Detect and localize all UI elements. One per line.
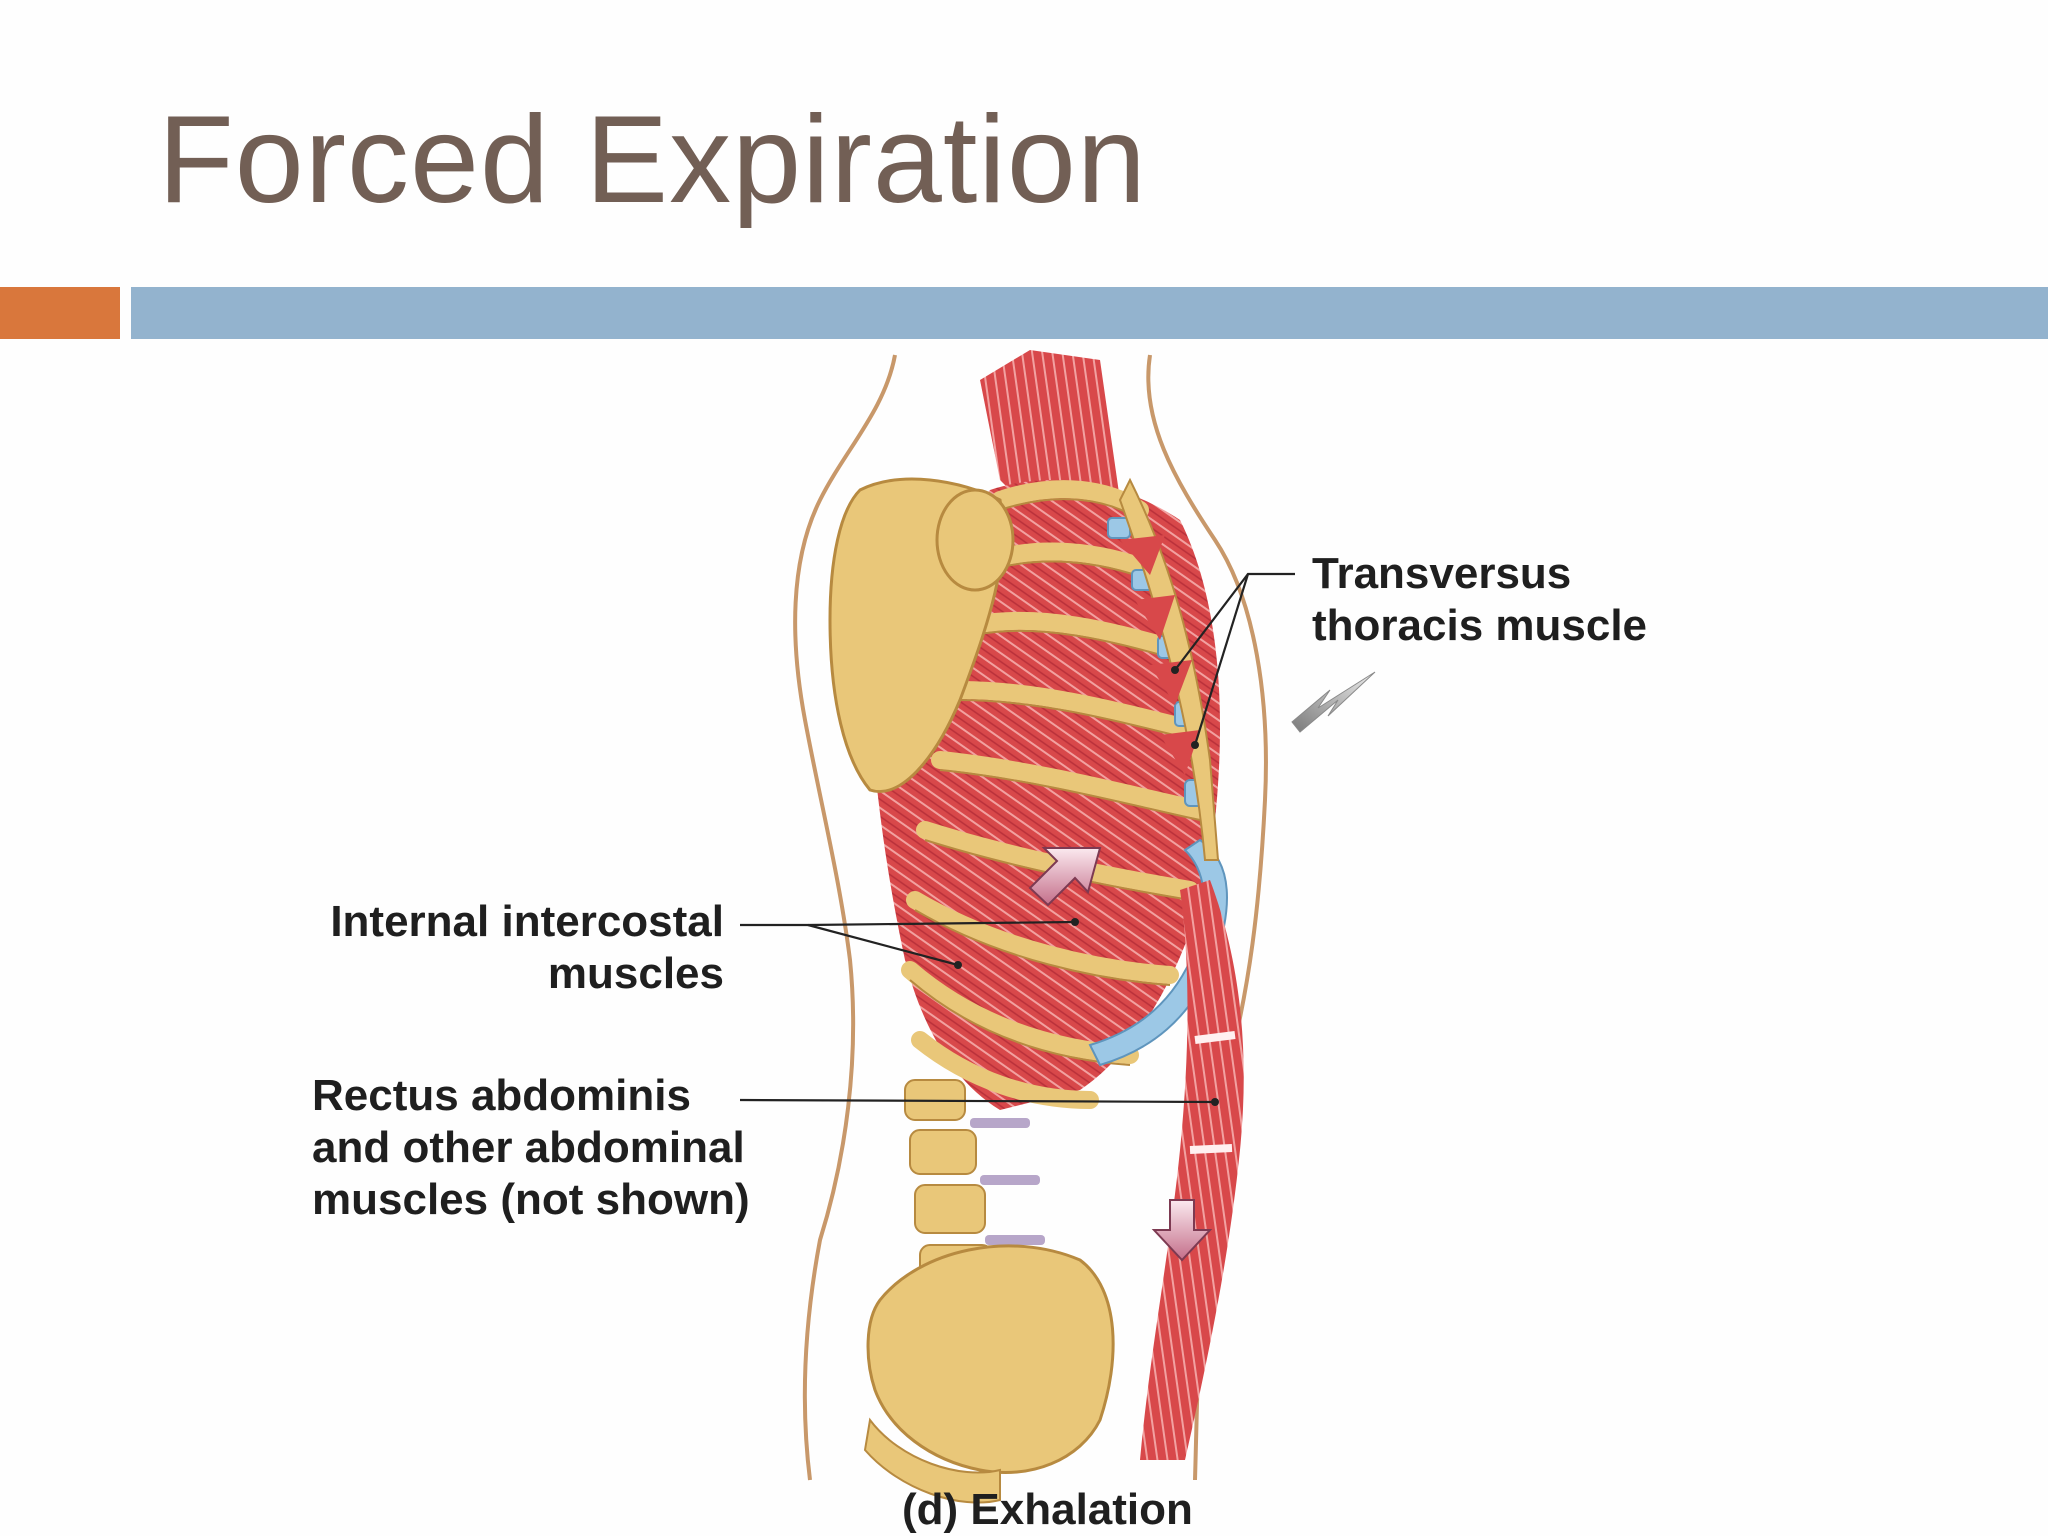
figure-caption: (d) Exhalation: [902, 1485, 1193, 1534]
leader-lines: [739, 572, 1295, 1104]
transversus-thoracis: [1120, 535, 1200, 775]
rectus-abdominis: [1140, 880, 1244, 1460]
label-internal-intercostal: Internal intercostal muscles: [330, 896, 724, 1000]
inward-arrow-icon: [1291, 671, 1376, 733]
label-line: muscles (not shown): [312, 1175, 750, 1224]
pink-arrow-abdomen-icon: [1151, 1199, 1213, 1262]
accent-bar-blue: [131, 287, 2048, 339]
label-line: Transversus: [1312, 549, 1572, 598]
label-line: thoracis muscle: [1312, 601, 1648, 650]
femur-head: [863, 1417, 1001, 1504]
rectus-tendinous-intersections: [1189, 1031, 1236, 1154]
pink-arrow-ribs-icon: [1028, 847, 1102, 907]
leader-dots: [954, 666, 1219, 1106]
accent-bar-orange: [0, 287, 120, 339]
label-line: and other abdominal: [312, 1123, 745, 1172]
body-outline-back: [793, 354, 897, 1481]
shoulder-joint: [935, 488, 1015, 592]
intervertebral-discs: [970, 1118, 1045, 1245]
label-line: Internal intercostal: [330, 897, 724, 946]
label-rectus-abdominis: Rectus abdominis and other abdominal mus…: [312, 1070, 750, 1226]
label-transversus-thoracis: Transversus thoracis muscle: [1312, 548, 1647, 652]
label-line: muscles: [547, 949, 724, 998]
label-line: Rectus abdominis: [312, 1071, 691, 1120]
slide-title: Forced Expiration: [158, 91, 1147, 229]
pelvis: [866, 1244, 1115, 1475]
